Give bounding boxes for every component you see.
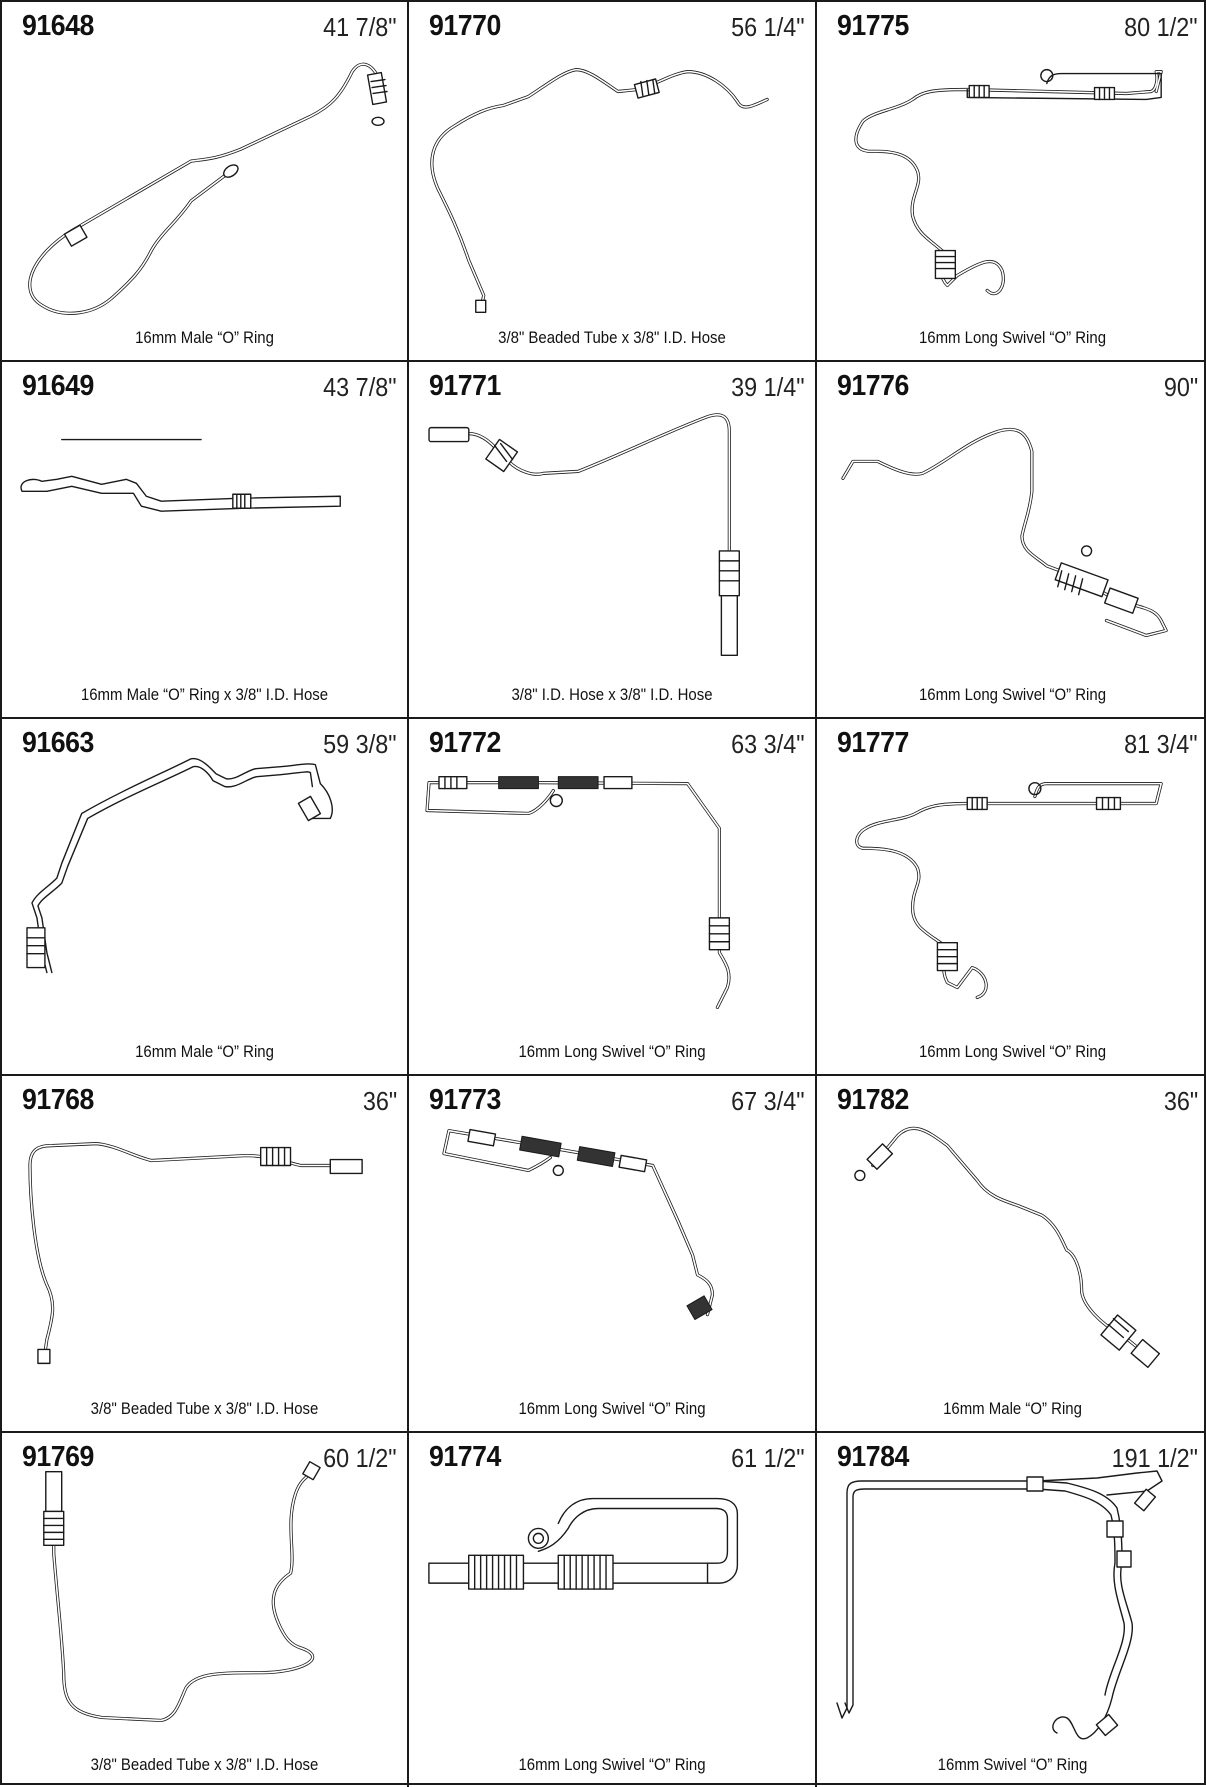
part-length: 63 3/4" (731, 729, 805, 759)
part-description: 16mm Long Swivel “O” Ring (918, 1042, 1107, 1061)
part-length: 43 7/8" (323, 372, 397, 402)
part-description: 16mm Male “O” Ring x 3/8" I.D. Hose (80, 685, 329, 704)
part-description: 3/8" Beaded Tube x 3/8" I.D. Hose (90, 1399, 319, 1418)
part-number: 91663 (22, 727, 94, 759)
part-description: 16mm Long Swivel “O” Ring (518, 1399, 706, 1418)
part-length: 61 1/2" (731, 1443, 805, 1473)
part-number: 91772 (429, 727, 501, 759)
part-description: 16mm Swivel “O” Ring (937, 1755, 1088, 1774)
part-length: 60 1/2" (323, 1443, 397, 1473)
part-number: 91782 (837, 1084, 909, 1116)
part-length: 59 3/8" (323, 729, 397, 759)
hose-line-drawing (20, 438, 341, 512)
part-length: 90" (1163, 372, 1198, 402)
hose-line-drawing (854, 1126, 1161, 1369)
part-number: 91649 (22, 370, 94, 402)
part-length: 39 1/4" (731, 372, 805, 402)
part-cell-91649: 91649 43 7/8" 16mm Male “O” Ring x 3/8" … (2, 362, 409, 719)
part-cell-91775: 91775 80 1/2" 16mm Long Swivel “O” Ring (817, 2, 1206, 362)
part-cell-91777: 91777 81 3/4" 16mm Long Swivel “O” Ring (817, 719, 1206, 1076)
part-number: 91648 (22, 10, 94, 42)
part-description: 3/8" Beaded Tube x 3/8" I.D. Hose (498, 328, 726, 347)
part-number: 91775 (837, 10, 909, 42)
part-description: 16mm Long Swivel “O” Ring (518, 1042, 706, 1061)
part-length: 56 1/4" (731, 12, 805, 42)
part-length: 41 7/8" (323, 12, 397, 42)
hose-line-drawing (855, 781, 1163, 1000)
part-cell-91774: 91774 61 1/2" 16mm Long Swivel “O” Ring (409, 1433, 817, 1787)
hose-line-drawing (430, 68, 769, 313)
part-cell-91663: 91663 59 3/8" 16mm Male “O” Ring (2, 719, 409, 1076)
hose-line-drawing (28, 1142, 363, 1365)
part-cell-91776: 91776 90" 16mm Long Swivel “O” Ring (817, 362, 1206, 719)
part-cell-91770: 91770 56 1/4" 3/8" Beaded Tube x 3/8" I.… (409, 2, 817, 362)
part-cell-91769: 91769 60 1/2" 3/8" Beaded Tube x 3/8" I.… (2, 1433, 409, 1787)
part-length: 191 1/2" (1111, 1443, 1198, 1473)
part-number: 91769 (22, 1441, 94, 1473)
hose-line-drawing (428, 413, 740, 657)
part-cell-91771: 91771 39 1/4" 3/8" I.D. Hose x 3/8" I.D.… (409, 362, 817, 719)
part-number: 91777 (837, 727, 909, 759)
part-cell-91773: 91773 67 3/4" 16mm Long Swivel “O” Ring (409, 1076, 817, 1433)
hose-line-drawing (26, 757, 333, 974)
part-length: 36" (362, 1086, 397, 1116)
part-cell-91782: 91782 36" 16mm Male “O” Ring (817, 1076, 1206, 1433)
hose-line-drawing (425, 775, 731, 1009)
part-length: 36" (1163, 1086, 1198, 1116)
part-description: 16mm Male “O” Ring (135, 1042, 274, 1061)
hose-line-drawing (854, 68, 1163, 296)
part-description: 3/8" Beaded Tube x 3/8" I.D. Hose (90, 1755, 319, 1774)
hose-line-drawing (428, 1497, 739, 1590)
hose-line-drawing (841, 427, 1168, 638)
part-number: 91768 (22, 1084, 94, 1116)
part-number: 91771 (429, 370, 501, 402)
hose-line-drawing (43, 1460, 321, 1723)
part-description: 16mm Male “O” Ring (135, 328, 274, 347)
part-number: 91770 (429, 10, 501, 42)
part-description: 16mm Long Swivel “O” Ring (918, 685, 1107, 704)
part-description: 16mm Male “O” Ring (943, 1399, 1082, 1418)
part-number: 91774 (429, 1441, 501, 1473)
part-number: 91773 (429, 1084, 501, 1116)
part-cell-91648: 91648 41 7/8" 16mm Male “O” Ring (2, 2, 409, 362)
part-cell-91784: 91784 191 1/2" 16mm Swivel “O” Ring (817, 1433, 1206, 1787)
part-cell-91768: 91768 36" 3/8" Beaded Tube x 3/8" I.D. H… (2, 1076, 409, 1433)
part-number: 91776 (837, 370, 909, 402)
hose-line-drawing (442, 1128, 715, 1321)
hose-line-drawing (28, 62, 388, 315)
part-length: 80 1/2" (1124, 12, 1198, 42)
part-description: 16mm Long Swivel “O” Ring (918, 328, 1107, 347)
part-cell-91772: 91772 63 3/4" 16mm Long Swivel “O” Ring (409, 719, 817, 1076)
part-number: 91784 (837, 1441, 909, 1473)
part-description: 3/8" I.D. Hose x 3/8" I.D. Hose (511, 685, 713, 704)
part-length: 81 3/4" (1124, 729, 1198, 759)
part-length: 67 3/4" (731, 1086, 805, 1116)
part-description: 16mm Long Swivel “O” Ring (518, 1755, 706, 1774)
hose-line-drawing (836, 1470, 1163, 1740)
